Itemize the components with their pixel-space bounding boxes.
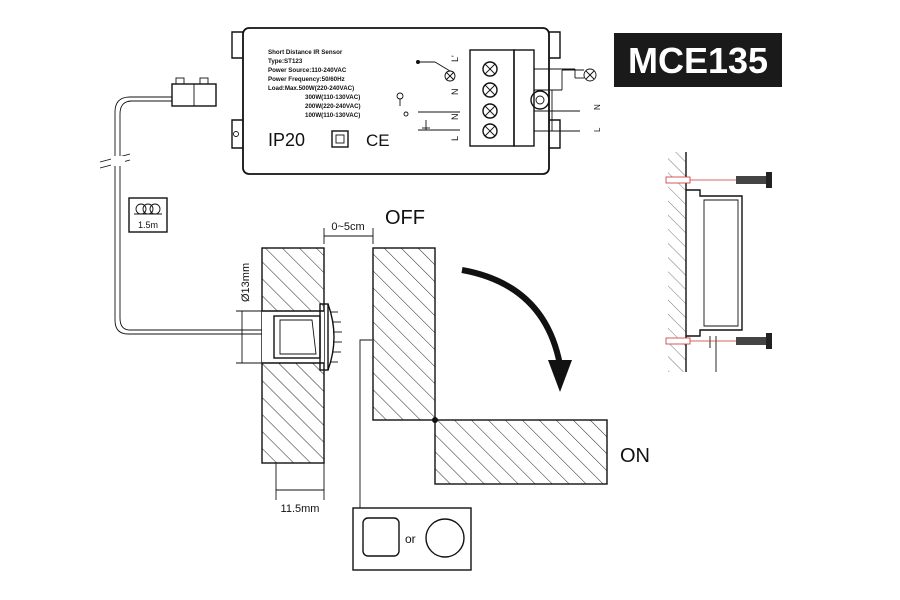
terminal-screw-icon — [482, 61, 498, 77]
unit-label-line4: Power Frequency:50/60Hz — [268, 76, 345, 83]
screw-icon — [665, 333, 772, 349]
hinge-point-icon — [432, 417, 438, 423]
terminal-label-l: L — [450, 136, 460, 141]
model-badge-text: MCE135 — [628, 40, 768, 81]
diameter-dimension-text: Ø13mm — [240, 263, 252, 302]
lamp-output-icon — [583, 68, 597, 82]
supply-label-l: L — [593, 127, 602, 132]
unit-label-line8: 100W(110-130VAC) — [305, 112, 360, 119]
cable-length-text: 1.5m — [138, 220, 158, 230]
ce-mark: CE — [366, 131, 390, 150]
wall-mount-side-view — [665, 152, 772, 372]
terminal-screw-icon — [482, 123, 498, 139]
lamp-symbol-icon — [416, 60, 456, 82]
unit-label-line2: Type:ST123 — [268, 58, 303, 65]
square-sensor-icon — [362, 517, 400, 557]
door-off-position — [372, 247, 436, 421]
terminal-label-l-prime: L' — [450, 55, 460, 62]
gap-dimension-text: 0~5cm — [331, 221, 364, 233]
depth-dimension-text: 11.5mm — [281, 503, 320, 515]
unit-label-line3: Power Source:110-240VAC — [268, 67, 347, 74]
diameter-dimension: Ø13mm — [236, 263, 262, 364]
model-badge: MCE135 — [614, 33, 782, 87]
swing-arrow-icon — [461, 267, 563, 366]
round-sensor-icon — [425, 518, 465, 558]
gap-dimension: 0~5cm — [323, 221, 374, 244]
terminal-block — [469, 49, 550, 147]
options-or-text: or — [405, 532, 416, 546]
sensor-cable — [99, 96, 268, 335]
state-on-label: ON — [620, 445, 650, 467]
unit-label-line6: 300W(110-130VAC) — [305, 94, 360, 101]
door-on-position — [434, 419, 608, 485]
terminal-screw-icon — [482, 82, 498, 98]
ip-rating: IP20 — [268, 130, 305, 150]
sensor-symbol-icon — [418, 120, 460, 131]
screw-icon — [665, 172, 772, 188]
output-wiring: N L — [534, 68, 602, 132]
unit-label-line5: Load:Max.500W(220-240VAC) — [268, 85, 354, 92]
terminal-screw-icon — [482, 103, 498, 119]
terminal-label-n-2: N — [450, 114, 460, 121]
sensor-shape-options: or — [352, 507, 472, 571]
supply-label-n: N — [593, 104, 602, 110]
unit-label-line1: Short Distance IR Sensor — [268, 49, 343, 56]
depth-dimension: 11.5mm — [275, 463, 325, 515]
coil-icon — [134, 203, 162, 215]
terminal-label-n-1: N — [450, 89, 460, 96]
unit-label-line7: 200W(220-240VAC) — [305, 103, 361, 110]
model-badge-bg — [614, 33, 782, 87]
unit-label: Short Distance IR Sensor Type:ST123 Powe… — [268, 49, 361, 119]
sensor-connector — [171, 77, 217, 107]
load-symbol-icon — [396, 92, 460, 117]
controller-unit: Short Distance IR Sensor Type:ST123 Powe… — [171, 27, 602, 175]
cable-length-badge: 1.5m — [128, 197, 168, 233]
cabinet-section: 0~5cm OFF ON Ø13mm 11.5mm — [236, 207, 650, 515]
double-insulation-icon — [331, 130, 349, 148]
state-off-label: OFF — [385, 207, 425, 229]
ir-sensor-head — [273, 303, 342, 371]
